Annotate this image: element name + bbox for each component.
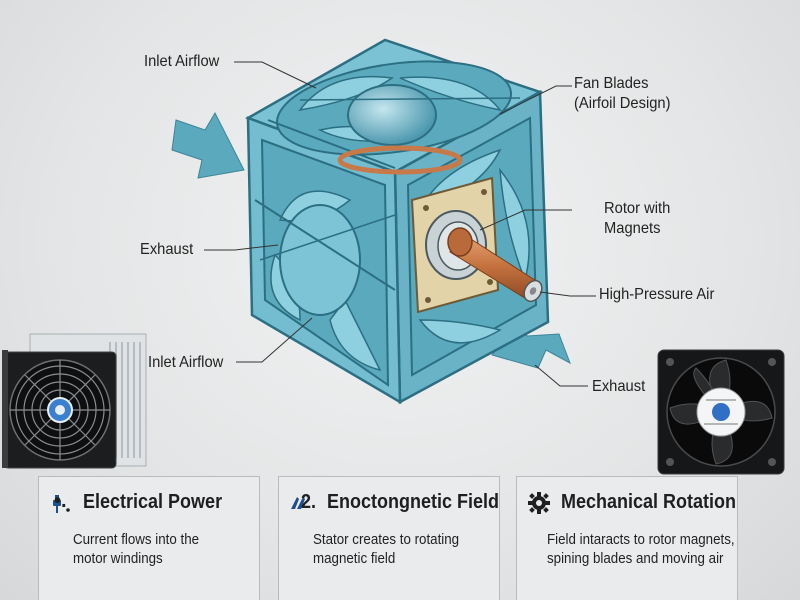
plug-icon xyxy=(53,495,70,513)
label-inlet-airflow-bottom: Inlet Airflow xyxy=(148,354,224,371)
label-fan-blades: Fan Blades (Airfoil Design) xyxy=(574,74,671,114)
card-body-line1: Stator creates to rotating xyxy=(313,532,460,548)
axial-fan-photo xyxy=(657,349,785,475)
label-exhaust-left: Exhaust xyxy=(140,241,194,258)
gear-icon xyxy=(528,492,550,514)
fan-guard-photo xyxy=(2,333,147,469)
card-body-line1: Current flows into the xyxy=(73,532,200,548)
label-high-pressure-air: High-Pressure Air xyxy=(599,286,715,303)
card-title: Electrical Power xyxy=(83,491,223,513)
label-exhaust-right: Exhaust xyxy=(592,378,646,395)
card-body-line2: magnetic field xyxy=(313,551,396,567)
label-rotor-line1: Rotor with xyxy=(604,200,671,217)
card-body: Stator creates to rotating magnetic fiel… xyxy=(313,531,459,569)
card-electrical-power: Electrical Power Current flows into the … xyxy=(38,476,260,600)
label-fan-blades-line1: Fan Blades xyxy=(574,75,649,92)
card-title: Mechanical Rotation xyxy=(561,491,737,513)
magnet-field-icon xyxy=(291,497,305,509)
card-body: Current flows into the motor windings xyxy=(73,531,199,569)
card-body-line1: Field intaracts to rotor magnets, xyxy=(547,532,735,548)
card-prefix: •. xyxy=(54,490,67,512)
label-fan-blades-line2: (Airfoil Design) xyxy=(574,95,671,112)
card-body-line2: motor windings xyxy=(73,551,163,567)
label-rotor-line2: Magnets xyxy=(604,220,661,237)
card-body-line2: spining blades and moving air xyxy=(547,551,724,567)
label-rotor: Rotor with Magnets xyxy=(604,199,670,239)
inlet-arrow-top xyxy=(171,111,245,179)
card-body: Field intaracts to rotor magnets, spinin… xyxy=(547,531,735,569)
card-mechanical-rotation: Mechanical Rotation Field intaracts to r… xyxy=(516,476,738,600)
card-title: Enoctongnetic Field xyxy=(327,491,500,513)
card-number: 2. xyxy=(301,491,317,513)
label-inlet-airflow-top: Inlet Airflow xyxy=(144,53,220,70)
card-electromagnetic-field: 2. Enoctongnetic Field Stator creates to… xyxy=(278,476,500,600)
